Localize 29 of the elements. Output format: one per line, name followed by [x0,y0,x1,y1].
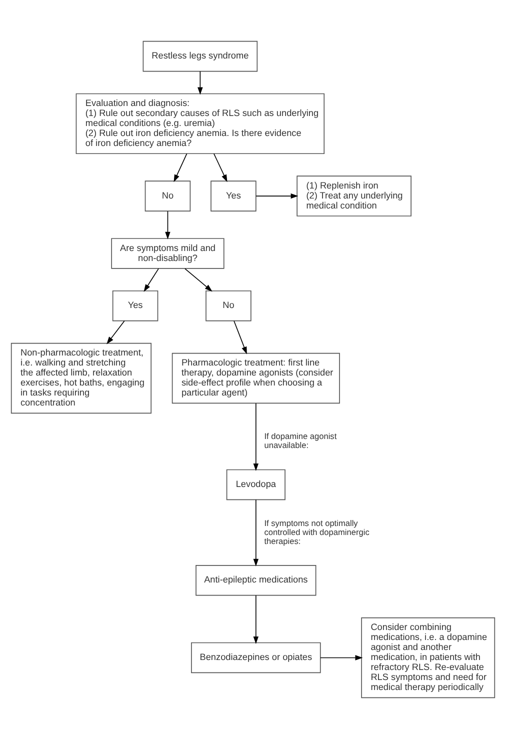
arrow [174,152,188,182]
arrow [256,192,298,198]
arrow [184,268,212,292]
node-box: Consider combining medications, i.e. a dopamine agonist and another medication, in patients with refractory RLS. Re-evaluate RLS symptoms and need for medical therapy periodically [361,616,496,698]
arrow [320,654,363,660]
edge-label: If symptoms not optimally controlled with dopaminergic therapies: [264,517,370,546]
arrow [253,402,259,470]
node-box: Restless legs syndrome [142,40,258,72]
edge-label: If dopamine agonist unavailable: [264,430,337,450]
arrow [234,320,247,354]
node-box: No [206,290,252,321]
node-box: Pharmacologic treatment: first line therapy, dopamine agonists (consider side-effect profile when choosing a particular agent) [172,352,340,404]
node-box: Non-pharmacologic treatment, i.e. walking and stretching the affected limb, relaxation exercises, hot baths, engaging in tasks requiring concentration [10,342,152,414]
arrow [144,268,159,292]
node-box: Levodopa [226,468,286,500]
node-box: Are symptoms mild and non-disabling? [111,238,224,268]
arrow [106,320,125,344]
node-box: Yes [210,180,256,211]
node-box: (1) Replenish iron (2) Treat any underlying medical condition [296,175,412,216]
arrow [198,70,203,94]
node-box: No [144,180,191,211]
arrow [253,594,259,644]
arrow [165,210,170,239]
arrow [213,152,228,182]
node-box: Benzodiazepines or opiates [191,642,321,673]
node-box: Anti-epileptic medications [196,564,316,596]
arrow [253,498,259,566]
node-box: Evaluation and diagnosis: (1) Rule out secondary causes of RLS such as underlying medical conditions (e.g. uremia) (2) Rule out iron deficiency anemia. Is there evidence of iron deficiency anemia? [76,92,325,154]
node-box: Yes [112,290,158,321]
